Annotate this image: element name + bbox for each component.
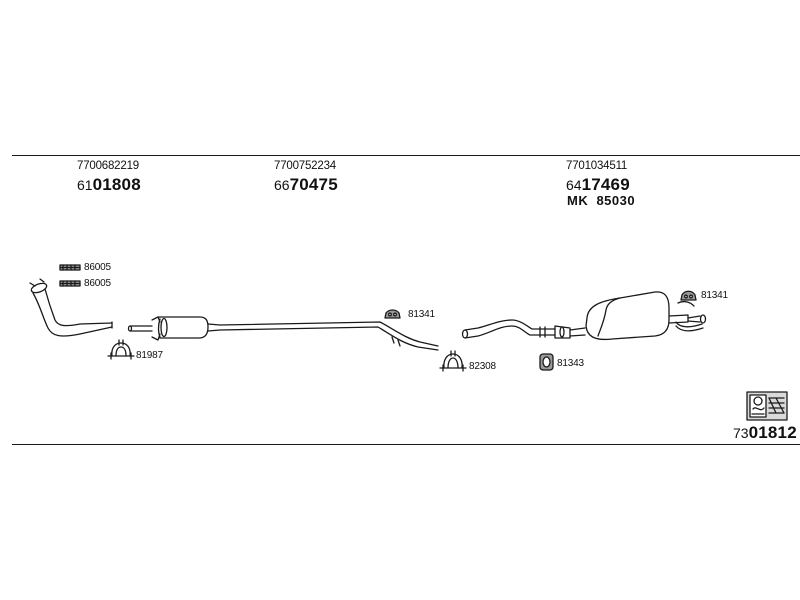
kit-number-main: 01812 <box>748 423 797 442</box>
part-number-1-main: 01808 <box>92 175 141 194</box>
bracket-icon <box>59 280 81 287</box>
rear-pipe <box>461 291 707 341</box>
rubber-hanger-icon <box>384 309 401 319</box>
rubber-hanger-icon <box>680 290 697 301</box>
front-pipe <box>29 278 113 337</box>
part-number-3-main: 17469 <box>581 175 630 194</box>
middle-pipe <box>127 316 439 351</box>
label-hanger-81341-middle: 81341 <box>408 309 435 320</box>
kit-book-icon <box>746 391 788 421</box>
clamp-icon <box>107 339 135 360</box>
part-number-1: 6101808 <box>77 175 141 195</box>
oe-number-2: 7700752234 <box>274 160 336 172</box>
label-ring-81343: 81343 <box>557 358 584 369</box>
oe-number-3: 7701034511 <box>566 160 628 172</box>
part-number-2-prefix: 66 <box>274 177 290 193</box>
kit-number-prefix: 73 <box>733 425 749 441</box>
label-hanger-81341-rear: 81341 <box>701 290 728 301</box>
part-number-2-main: 70475 <box>289 175 338 194</box>
bracket-icon <box>59 264 81 271</box>
mk-number: MK 85030 <box>567 193 635 208</box>
mk-value: 85030 <box>596 193 636 208</box>
kit-number: 7301812 <box>733 423 797 443</box>
part-number-2: 6670475 <box>274 175 338 195</box>
part-number-3: 6417469 <box>566 175 630 195</box>
mk-label: MK <box>567 193 589 208</box>
label-bracket-86005-bottom: 86005 <box>84 278 111 289</box>
label-clamp-82308: 82308 <box>469 361 496 372</box>
ring-icon <box>539 353 554 371</box>
top-rule <box>12 155 800 156</box>
clamp-icon <box>439 350 467 372</box>
oe-number-1: 7700682219 <box>77 160 139 172</box>
label-bracket-86005-top: 86005 <box>84 262 111 273</box>
part-number-3-prefix: 64 <box>566 177 582 193</box>
label-clamp-81987: 81987 <box>136 350 163 361</box>
bottom-rule <box>12 444 800 445</box>
part-number-1-prefix: 61 <box>77 177 93 193</box>
